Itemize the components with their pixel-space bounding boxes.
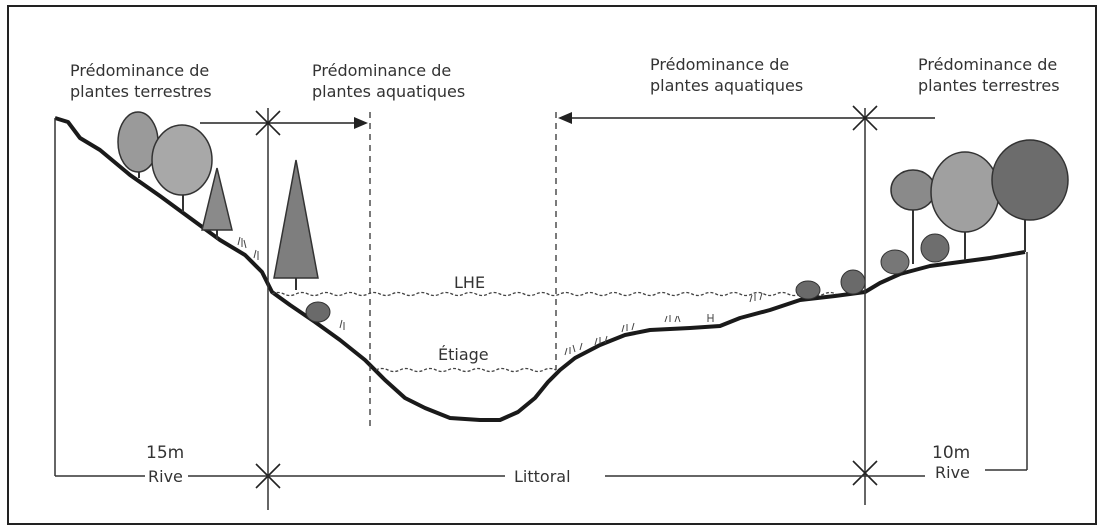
right-aquatic-arrowhead — [558, 112, 572, 124]
littoral-label: Littoral — [514, 467, 571, 486]
left-aquatic-label-1: Prédominance de — [312, 61, 451, 80]
left-grass — [237, 236, 345, 330]
right-rive-label: Rive — [935, 463, 970, 482]
channel-profile — [54, 116, 1026, 422]
right-terrestrial-label-1: Prédominance de — [918, 55, 1057, 74]
left-terrestrial-label-2: plantes terrestres — [70, 82, 212, 101]
etiage-water-line — [375, 367, 557, 373]
etiage-label: Étiage — [438, 345, 489, 364]
left-width-label: 15m — [146, 443, 184, 463]
lhe-label: LHE — [454, 273, 485, 292]
right-aquatic-label-2: plantes aquatiques — [650, 76, 803, 95]
right-aquatic-label-1: Prédominance de — [650, 55, 789, 74]
cross-marker-bottom-right — [852, 460, 878, 486]
right-width-label: 10m — [932, 443, 970, 463]
left-terrestrial-label-1: Prédominance de — [70, 61, 209, 80]
right-terrestrial-label-2: plantes terrestres — [918, 76, 1060, 95]
left-tree-group — [117, 111, 331, 323]
lhe-water-line — [271, 291, 837, 297]
left-rive-label: Rive — [148, 467, 183, 486]
left-aquatic-arrowhead — [354, 117, 368, 129]
aquatic-vegetation — [564, 292, 763, 356]
left-aquatic-label-2: plantes aquatiques — [312, 82, 465, 101]
diagram-frame — [7, 5, 1097, 525]
right-tree-group — [795, 139, 1069, 300]
